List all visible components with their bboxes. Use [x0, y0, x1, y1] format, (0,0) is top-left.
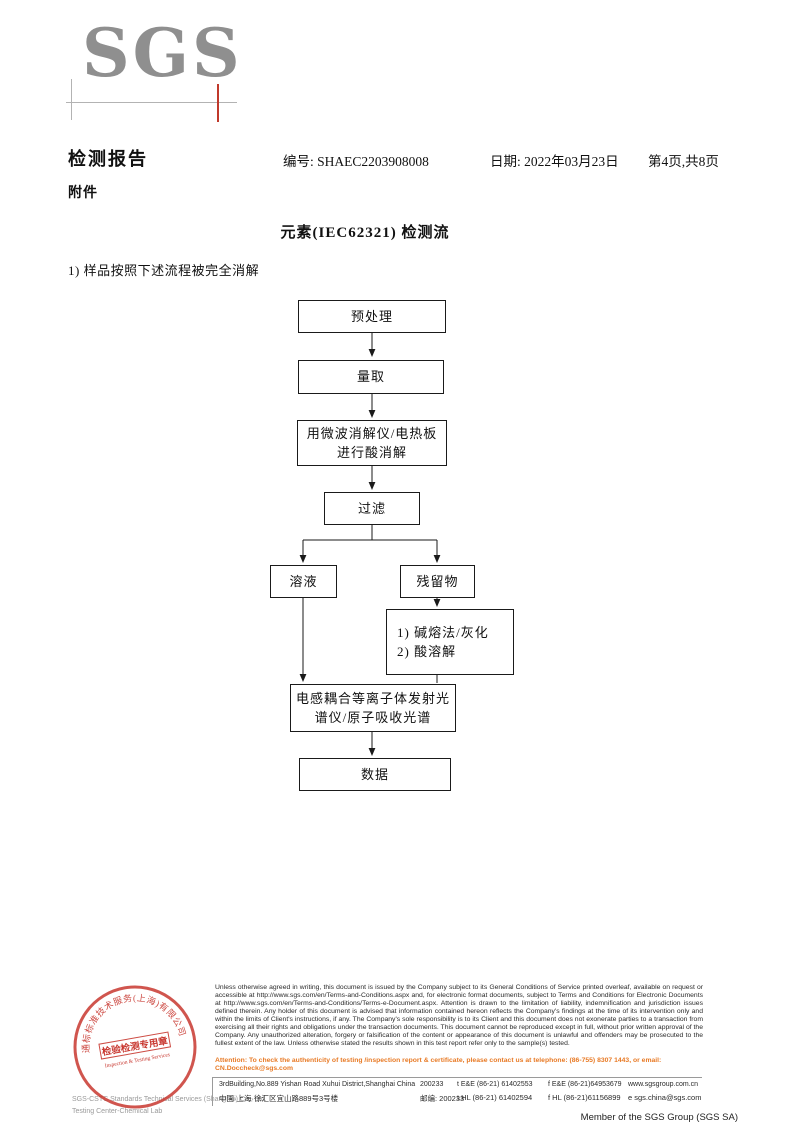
flow-intro: 1) 样品按照下述流程被完全消解	[68, 263, 260, 278]
email: e sgs.china@sgs.com	[628, 1093, 702, 1102]
flow-node-alkali-fusion: 1) 碱熔法/灰化 2) 酸溶解	[386, 609, 514, 675]
phone-cn: t HL (86-21) 61402594	[457, 1093, 533, 1102]
address-divider-horizontal	[213, 1077, 702, 1078]
flow-node-spectrometer: 电感耦合等离子体发射光 谱仪/原子吸收光谱	[290, 684, 456, 732]
document-title: 检测报告	[68, 149, 148, 169]
sgs-member-line: Member of the SGS Group (SGS SA)	[580, 1112, 738, 1123]
address-divider-vertical	[212, 1077, 213, 1106]
address-cn: 中国·上海·徐汇区宜山路889号3号楼	[219, 1094, 339, 1103]
postcode-cn: 邮编: 200233	[420, 1094, 465, 1103]
company-name-line1: SGS-CSTC Standards Technical Services (S…	[72, 1096, 267, 1103]
attachment-label: 附件	[68, 186, 98, 201]
flow-node-measure: 量取	[298, 360, 444, 394]
report-number: 编号: SHAEC2203908008	[283, 154, 429, 169]
company-seal: 通标标准技术服务(上海)有限公司 检验检测专用章 Inspection & Te…	[72, 983, 197, 1109]
flow-node-acid-digestion: 用微波消解仪/电热板 进行酸消解	[297, 420, 447, 466]
website: www.sgsgroup.com.cn	[628, 1081, 699, 1088]
company-name-line2: Testing Center-Chemical Lab	[72, 1108, 163, 1115]
phone-en: t E&E (86-21) 61402553	[457, 1081, 533, 1088]
report-date: 日期: 2022年03月23日	[490, 154, 619, 169]
logo-vertical-line	[71, 79, 72, 120]
legal-disclaimer: Unless otherwise agreed in writing, this…	[215, 984, 703, 1047]
fax-en: f E&E (86-21)64953679	[548, 1081, 622, 1088]
logo-red-accent	[217, 84, 219, 122]
flow-node-pretreatment: 预处理	[298, 300, 446, 333]
flow-node-solution: 溶液	[270, 565, 337, 598]
sgs-logo: SGS	[82, 14, 243, 92]
seal-circle	[73, 985, 197, 1109]
page-indicator: 第4页,共8页	[648, 154, 719, 169]
flow-node-residue: 残留物	[400, 565, 475, 598]
postcode-en: 200233	[420, 1081, 444, 1088]
flow-node-filter: 过滤	[324, 492, 420, 525]
logo-horizontal-line	[66, 102, 237, 103]
fax-cn: f HL (86-21)61156899	[548, 1093, 621, 1102]
authenticity-notice: Attention: To check the authenticity of …	[215, 1057, 662, 1073]
flow-node-data: 数据	[299, 758, 451, 791]
section-title: 元素(IEC62321) 检测流	[280, 225, 450, 241]
address-en: 3rdBuilding,No.889 Yishan Road Xuhui Dis…	[219, 1081, 416, 1088]
